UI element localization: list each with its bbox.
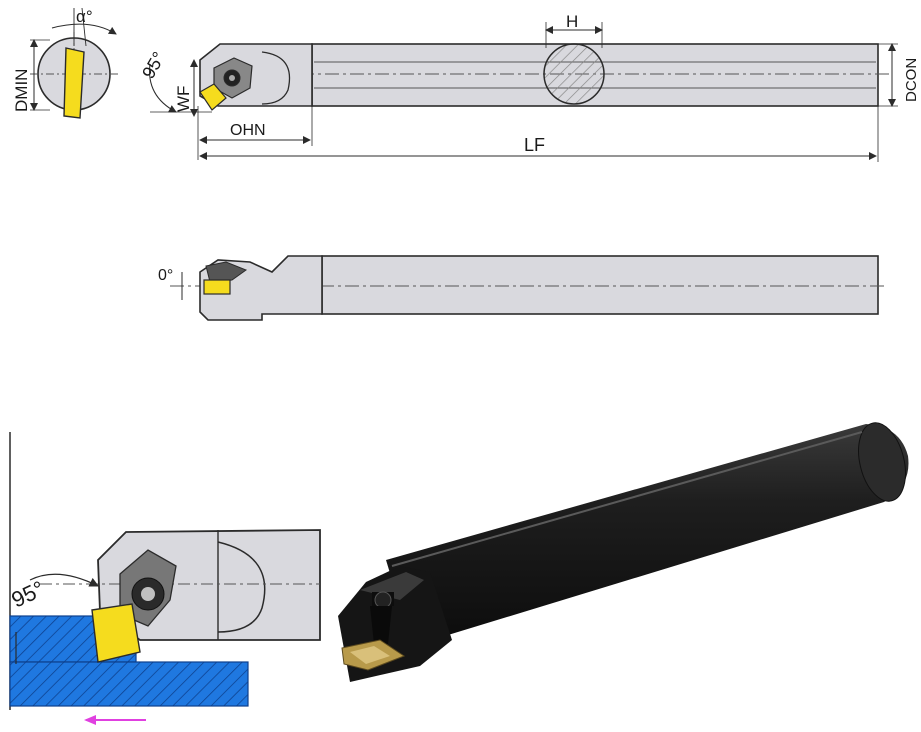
side-insert-icon: [203, 279, 231, 295]
top-view: H DCON 95° WF OHN LF: [138, 12, 920, 162]
render-shank: [386, 424, 909, 646]
zero-angle-label: 0°: [158, 267, 173, 284]
section-circle: [543, 43, 605, 105]
angle-top-label: 95°: [138, 48, 169, 82]
side-view: 0°: [158, 255, 888, 321]
alpha-label: α°: [76, 7, 93, 26]
ohn-label: OHN: [230, 122, 266, 139]
top-insert-icon: [199, 83, 227, 111]
h-label: H: [566, 12, 578, 31]
wf-label: WF: [174, 86, 193, 112]
detail-view: 95°: [8, 432, 321, 725]
angle-bottom-label: 95°: [8, 576, 49, 613]
render-screw-icon: [374, 591, 392, 609]
dmin-label: DMIN: [12, 69, 31, 112]
end-view-insert-icon: [63, 47, 85, 119]
workpiece-lower: [9, 661, 249, 707]
lf-label: LF: [524, 135, 545, 155]
end-view: DMIN α°: [12, 7, 118, 119]
detail-insert-icon: [91, 603, 141, 663]
tool-render: [338, 422, 909, 682]
dcon-label: DCON: [903, 58, 920, 102]
side-shank: [321, 255, 879, 315]
